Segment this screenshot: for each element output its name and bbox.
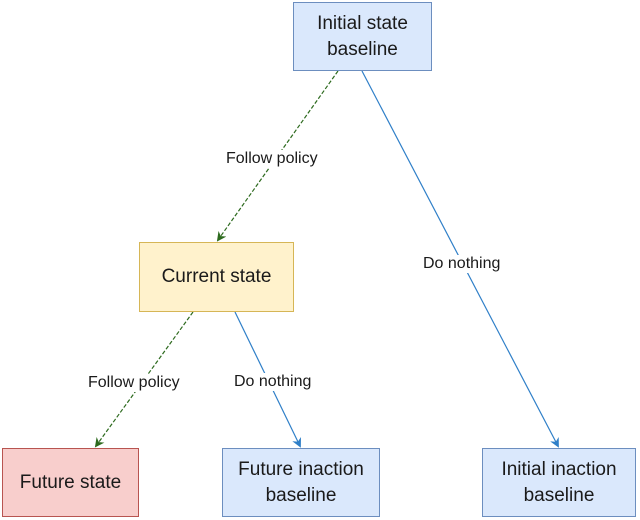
edge-label-follow-policy-bottom: Follow policy (86, 374, 182, 392)
node-future-inaction-baseline: Future inaction baseline (222, 448, 380, 517)
node-current-state: Current state (139, 242, 294, 312)
node-initial-state-baseline: Initial state baseline (293, 2, 432, 71)
edge-current-to-future-state (94, 311, 194, 448)
node-label: Future inaction baseline (238, 458, 364, 506)
edge-label-follow-policy-top: Follow policy (224, 150, 320, 168)
node-label: Initial inaction baseline (501, 458, 617, 506)
node-label: Initial state baseline (317, 12, 408, 60)
node-future-state: Future state (2, 448, 139, 517)
edge-label-do-nothing-bottom: Do nothing (232, 373, 314, 391)
edge-label-do-nothing-right: Do nothing (421, 255, 503, 273)
node-label: Future state (19, 471, 122, 493)
node-label: Current state (161, 266, 272, 287)
node-initial-inaction-baseline: Initial inaction baseline (482, 448, 636, 517)
